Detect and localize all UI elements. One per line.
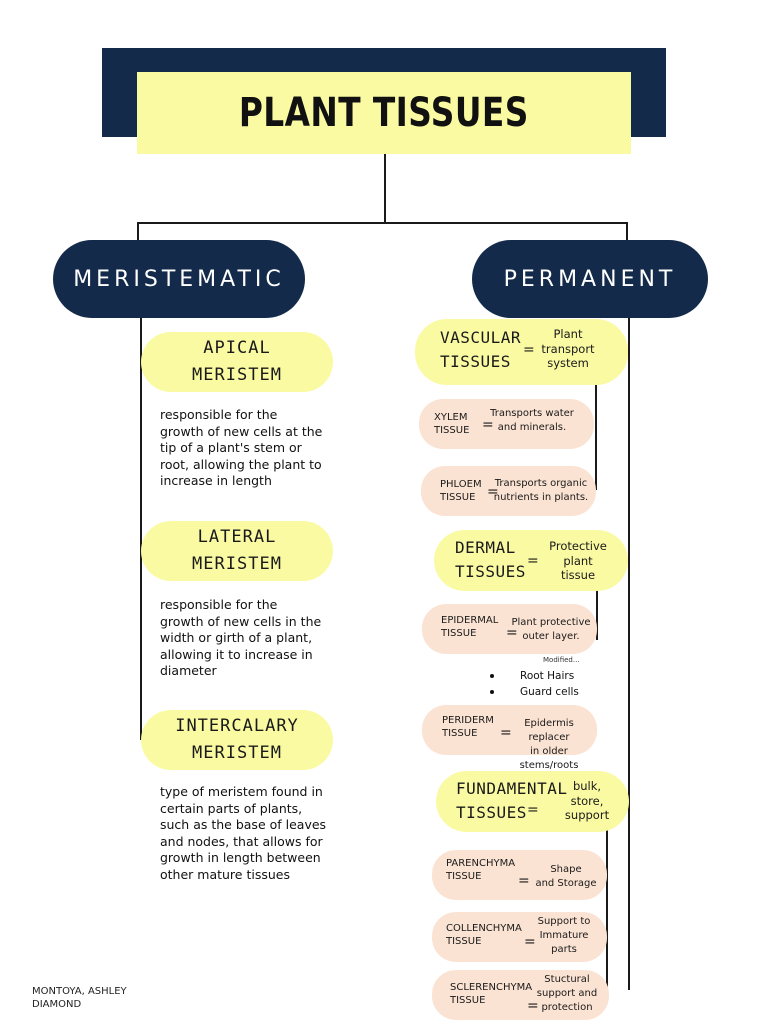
fundamental-branch-line [606, 830, 608, 995]
fundamental-tissues-pill [436, 771, 629, 832]
dermal-tissues-name: DERMAL TISSUES [455, 538, 526, 581]
periderm-equals: = [500, 725, 512, 741]
dermal-tissues-pill [434, 530, 628, 591]
title-stem-line [384, 154, 386, 224]
collenchyma-equals: = [524, 934, 536, 950]
sclerenchyma-tissue-description: Stuctural support and protection [536, 974, 598, 1013]
left-branch-line [137, 222, 139, 242]
fundamental-tissues-name: FUNDAMENTAL TISSUES [456, 779, 568, 822]
epidermal-equals: = [506, 625, 518, 641]
xylem-tissue-pill [419, 399, 594, 449]
lateral-meristem-name-1: LATERAL [197, 527, 277, 547]
parenchyma-equals: = [518, 873, 530, 889]
meristematic-category: MERISTEMATIC [53, 240, 305, 318]
vascular-tissues-description: Plant transport system [541, 327, 595, 370]
fundamental-equals: = [527, 802, 539, 818]
right-branch-line [626, 222, 628, 242]
lateral-meristem-pill: LATERAL MERISTEM [141, 521, 333, 581]
fundamental-tissues-description: bulk, store, support [564, 779, 610, 822]
collenchyma-tissue-description: Support to Immature parts [537, 916, 591, 955]
parenchyma-tissue-name: PARENCHYMA TISSUE [446, 858, 516, 882]
intercalary-meristem-name-1: INTERCALARY [175, 716, 299, 736]
periderm-tissue-name: PERIDERM TISSUE [442, 715, 494, 739]
branch-horizontal-line [137, 222, 628, 224]
intercalary-meristem-description: type of meristem found in certain parts … [160, 784, 327, 882]
modified-item-root-hairs: Root Hairs [490, 668, 579, 684]
lateral-meristem-name-2: MERISTEM [192, 554, 282, 574]
intercalary-meristem-pill: INTERCALARY MERISTEM [141, 710, 333, 770]
collenchyma-tissue-pill [432, 912, 607, 962]
vascular-equals: = [523, 342, 535, 358]
modified-list: Root Hairs Guard cells [490, 668, 579, 700]
apical-meristem-description: responsible for the growth of new cells … [160, 407, 323, 488]
vascular-tissues-pill [415, 319, 628, 385]
xylem-equals: = [482, 417, 494, 433]
epidermal-tissue-name: EPIDERMAL TISSUE [441, 615, 499, 639]
dermal-equals: = [527, 553, 539, 569]
permanent-category: PERMANENT [472, 240, 708, 318]
apical-meristem-pill: APICAL MERISTEM [141, 332, 333, 392]
permanent-spine-line [628, 318, 630, 990]
epidermal-tissue-pill [422, 604, 597, 654]
epidermal-tissue-description: Plant protective outer layer. [511, 617, 591, 642]
modified-label: Modified... [543, 656, 580, 664]
meristematic-label: MERISTEMATIC [73, 266, 285, 292]
sclerenchyma-tissue-name: SCLERENCHYMA TISSUE [450, 982, 533, 1006]
phloem-tissue-name: PHLOEM TISSUE [440, 479, 482, 503]
collenchyma-tissue-name: COLLENCHYMA TISSUE [446, 923, 522, 947]
periderm-tissue-description: Epidermis replacer in older stems/roots [519, 718, 579, 771]
intercalary-meristem-name-2: MERISTEM [192, 743, 282, 763]
lateral-meristem-description: responsible for the growth of new cells … [160, 597, 322, 678]
author-name: MONTOYA, ASHLEY DIAMOND [32, 986, 127, 1010]
page-title: PLANT TISSUES [239, 90, 529, 136]
vascular-tissues-name: VASCULAR TISSUES [440, 328, 522, 371]
phloem-equals: = [487, 484, 499, 500]
parenchyma-tissue-description: Shape and Storage [535, 864, 597, 889]
xylem-tissue-description: Transports water and minerals. [490, 408, 574, 433]
xylem-tissue-name: XYLEM TISSUE [434, 412, 470, 436]
permanent-label: PERMANENT [503, 266, 677, 292]
apical-meristem-name-2: MERISTEM [192, 365, 282, 385]
periderm-tissue-pill [422, 705, 597, 755]
parenchyma-tissue-pill [432, 850, 607, 900]
phloem-tissue-pill [421, 466, 596, 516]
dermal-tissues-description: Protective plant tissue [549, 539, 607, 582]
sclerenchyma-tissue-pill [432, 970, 609, 1020]
title-box: PLANT TISSUES [137, 72, 631, 154]
phloem-tissue-description: Transports organic nutrients in plants. [493, 478, 589, 503]
meristematic-spine-line [140, 318, 142, 740]
vascular-branch-line [595, 384, 597, 490]
sclerenchyma-equals: = [527, 998, 539, 1014]
dermal-branch-line [596, 590, 598, 640]
modified-item-guard-cells: Guard cells [490, 684, 579, 700]
apical-meristem-name-1: APICAL [203, 338, 271, 358]
